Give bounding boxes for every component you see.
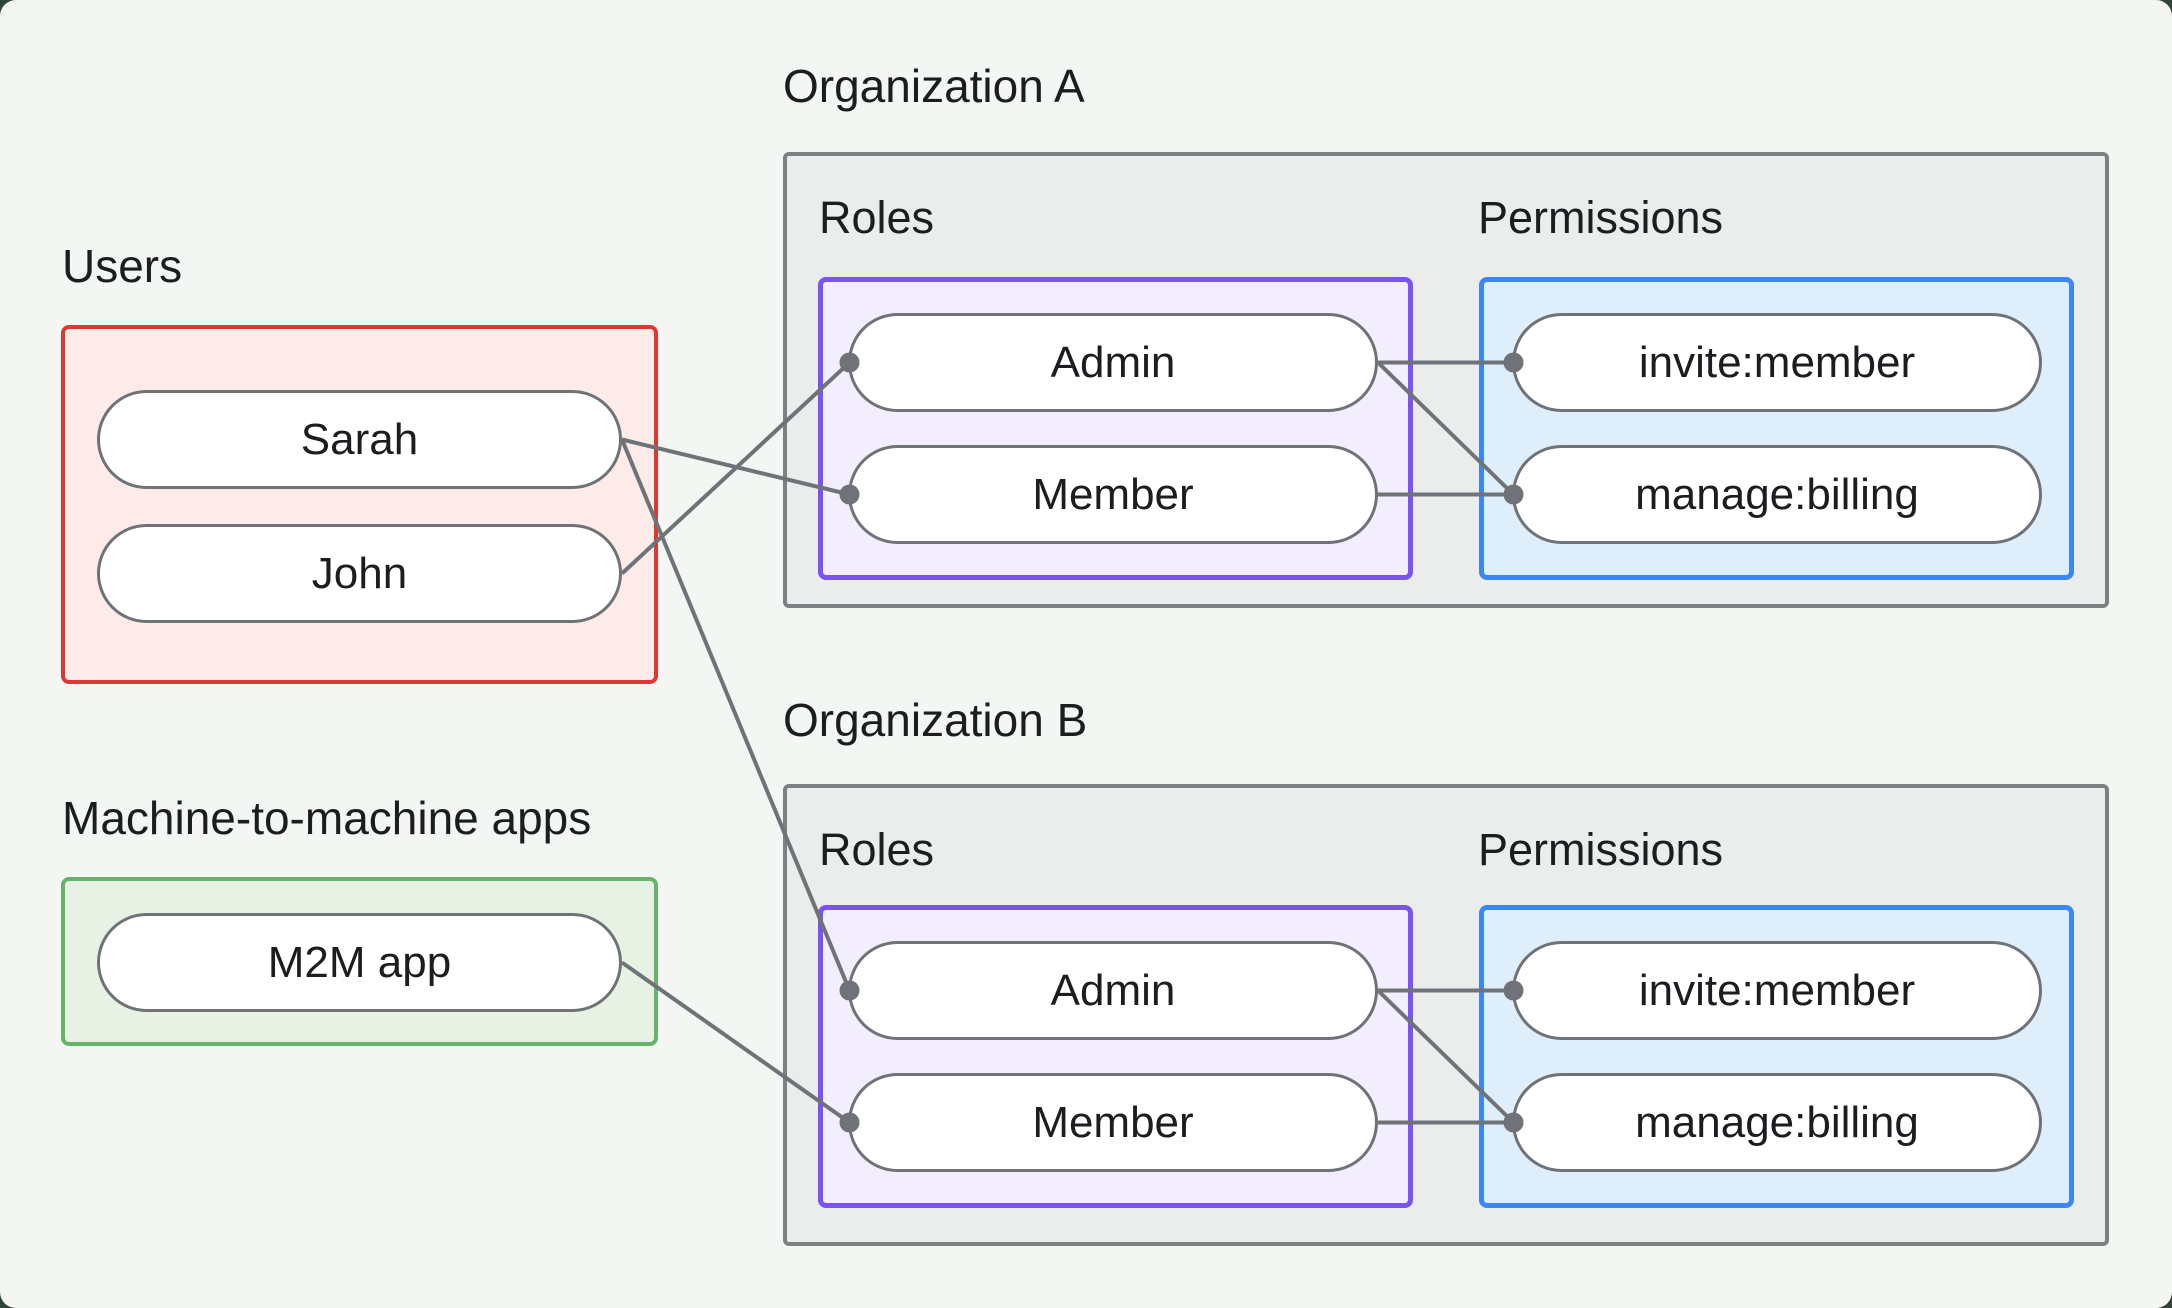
org-a-label: Organization A (783, 60, 1085, 112)
node-label: invite:member (1638, 965, 1916, 1015)
node-john: John (97, 524, 622, 623)
node-label: Member (1032, 469, 1194, 519)
node-label: manage:billing (1635, 1097, 1919, 1147)
node-org-a-admin: Admin (848, 313, 1378, 412)
node-org-a-invite-member: invite:member (1512, 313, 2042, 412)
node-label: M2M app (267, 937, 452, 987)
node-label: Admin (1050, 337, 1176, 387)
org-a-roles-label: Roles (819, 192, 935, 243)
users-group-label: Users (62, 240, 183, 292)
node-label: Member (1032, 1097, 1194, 1147)
m2m-group-label: Machine-to-machine apps (62, 792, 592, 844)
node-org-a-member: Member (848, 445, 1378, 544)
org-b-permissions-label: Permissions (1478, 824, 1724, 875)
node-sarah: Sarah (97, 390, 622, 489)
node-org-a-manage-billing: manage:billing (1512, 445, 2042, 544)
node-org-b-member: Member (848, 1073, 1378, 1172)
node-label: Admin (1050, 965, 1176, 1015)
node-label: manage:billing (1635, 469, 1919, 519)
users-group-box (61, 325, 658, 684)
node-m2m-app: M2M app (97, 913, 622, 1012)
node-org-b-admin: Admin (848, 941, 1378, 1040)
org-b-roles-label: Roles (819, 824, 935, 875)
org-b-label: Organization B (783, 694, 1088, 746)
node-label: Sarah (300, 414, 419, 464)
node-label: John (311, 548, 408, 598)
org-a-permissions-label: Permissions (1478, 192, 1724, 243)
node-label: invite:member (1638, 337, 1916, 387)
node-org-b-manage-billing: manage:billing (1512, 1073, 2042, 1172)
node-org-b-invite-member: invite:member (1512, 941, 2042, 1040)
